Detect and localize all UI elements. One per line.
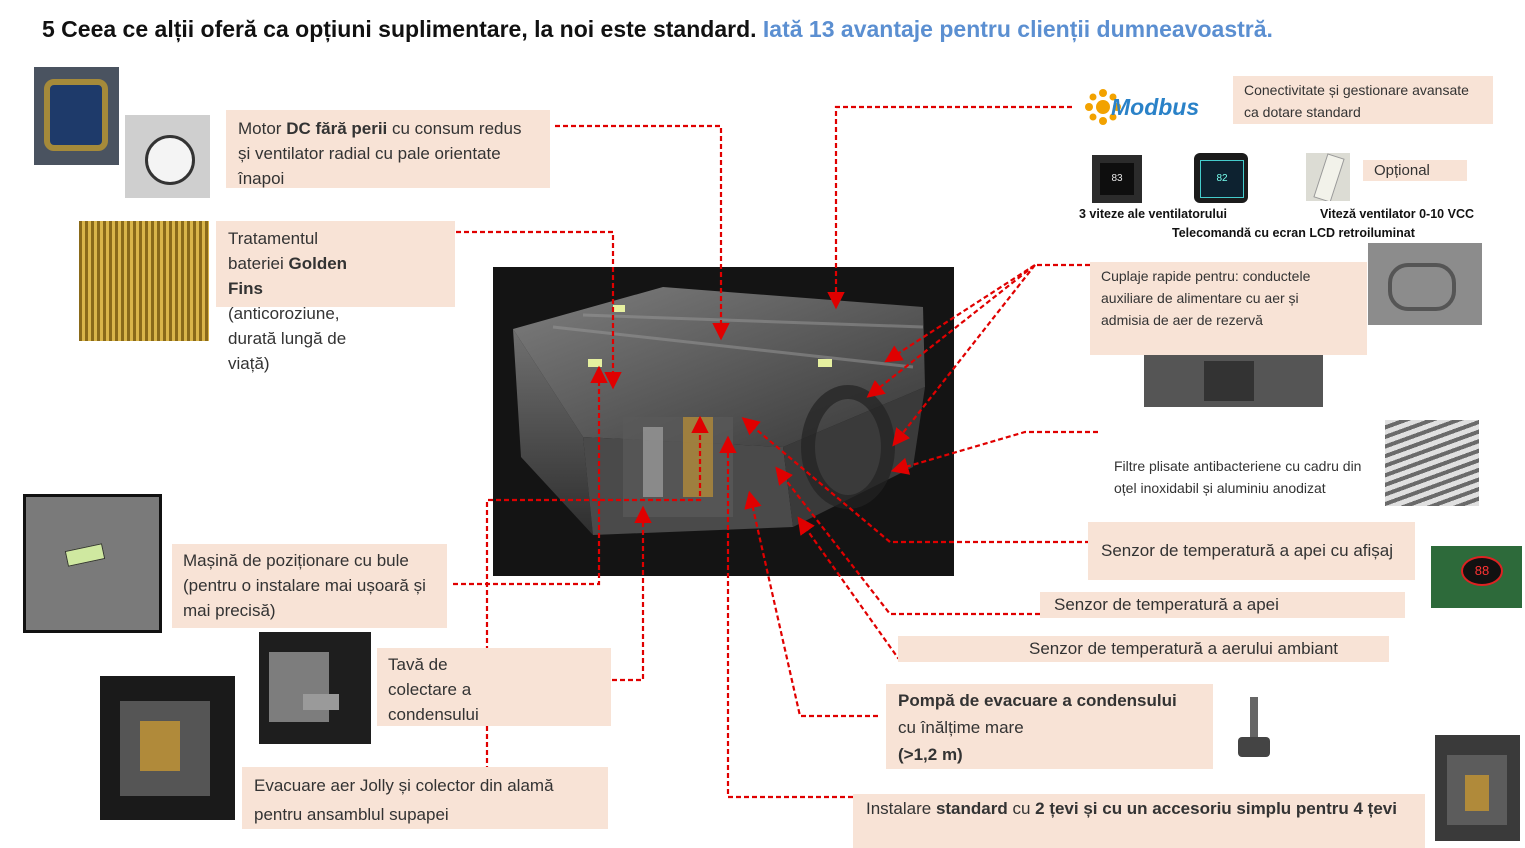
thermostat-photo-1: 83 bbox=[1092, 155, 1142, 203]
callout-water-sensor: Senzor de temperatură a apei bbox=[1040, 592, 1405, 618]
filter-photo bbox=[1385, 420, 1479, 506]
title-highlight: Iată 13 avantaje pentru clienții dumneav… bbox=[762, 16, 1273, 42]
modbus-logo-icon bbox=[1085, 89, 1121, 125]
caption-remote: Telecomandă cu ecran LCD retroiluminat bbox=[1172, 226, 1415, 240]
callout-quick-couplings: Cuplaje rapide pentru: conductele auxili… bbox=[1090, 262, 1367, 355]
pump-photo bbox=[1228, 693, 1280, 766]
callout-filters: Filtre plisate antibacteriene cu cadru d… bbox=[1103, 452, 1379, 523]
callout-condensate-pump: Pompă de evacuare a condensului cu înălț… bbox=[886, 684, 1213, 769]
bubble-level-photo bbox=[23, 494, 162, 633]
modbus-logo-text: Modbus bbox=[1111, 94, 1200, 120]
page-title: 5 Ceea ce alții oferă ca opțiuni suplime… bbox=[42, 16, 1273, 43]
callout-water-sensor-display: Senzor de temperatură a apei cu afișaj bbox=[1088, 522, 1415, 580]
sensor-display: 88 bbox=[1461, 556, 1503, 586]
callout-jolly-air-vent: Evacuare aer Jolly și colector din alamă… bbox=[242, 767, 608, 829]
callout-air-sensor: Senzor de temperatură a aerului ambiant bbox=[898, 636, 1389, 662]
fan-housing-photo bbox=[34, 67, 119, 165]
product-image bbox=[493, 267, 954, 576]
motor-photo bbox=[125, 115, 210, 198]
thermostat-photo-2: 82 bbox=[1194, 153, 1248, 203]
sensor-board-photo: 88 bbox=[1431, 546, 1522, 608]
callout-connectivity: Conectivitate și gestionare avansate ca … bbox=[1233, 76, 1493, 124]
caption-fan-speed-vcc: Viteză ventilator 0-10 VCC bbox=[1320, 207, 1474, 221]
caption-fan-speeds: 3 viteze ale ventilatorului bbox=[1079, 207, 1227, 221]
callout-bubble-level: Mașină de poziționare cu bule (pentru o … bbox=[172, 544, 447, 628]
callout-motor: Motor DC fără perii cu consum redus și v… bbox=[226, 110, 550, 188]
quick-coupling-photo bbox=[1368, 243, 1482, 325]
condensate-tray-photo bbox=[259, 632, 371, 744]
callout-condensate-tray: Tavă de colectare a condensului bbox=[377, 648, 611, 726]
title-main: 5 Ceea ce alții oferă ca opțiuni suplime… bbox=[42, 16, 757, 42]
modbus-logo: Modbus bbox=[1083, 85, 1228, 131]
thermostat-display-color: 82 bbox=[1200, 160, 1244, 198]
callout-battery-treatment: Tratamentul bateriei Golden Fins (antico… bbox=[216, 221, 455, 373]
callout-standard-install: Instalare standard cu 2 țevi și cu un ac… bbox=[853, 794, 1425, 848]
jolly-vent-photo bbox=[100, 676, 235, 820]
pipe-install-photo bbox=[1435, 735, 1520, 841]
duct-photo bbox=[1144, 355, 1323, 407]
golden-fins-photo bbox=[79, 221, 209, 341]
callout-optional: Opțional bbox=[1363, 160, 1467, 181]
thermostat-display: 83 bbox=[1100, 163, 1134, 195]
remote-photo bbox=[1306, 153, 1350, 201]
